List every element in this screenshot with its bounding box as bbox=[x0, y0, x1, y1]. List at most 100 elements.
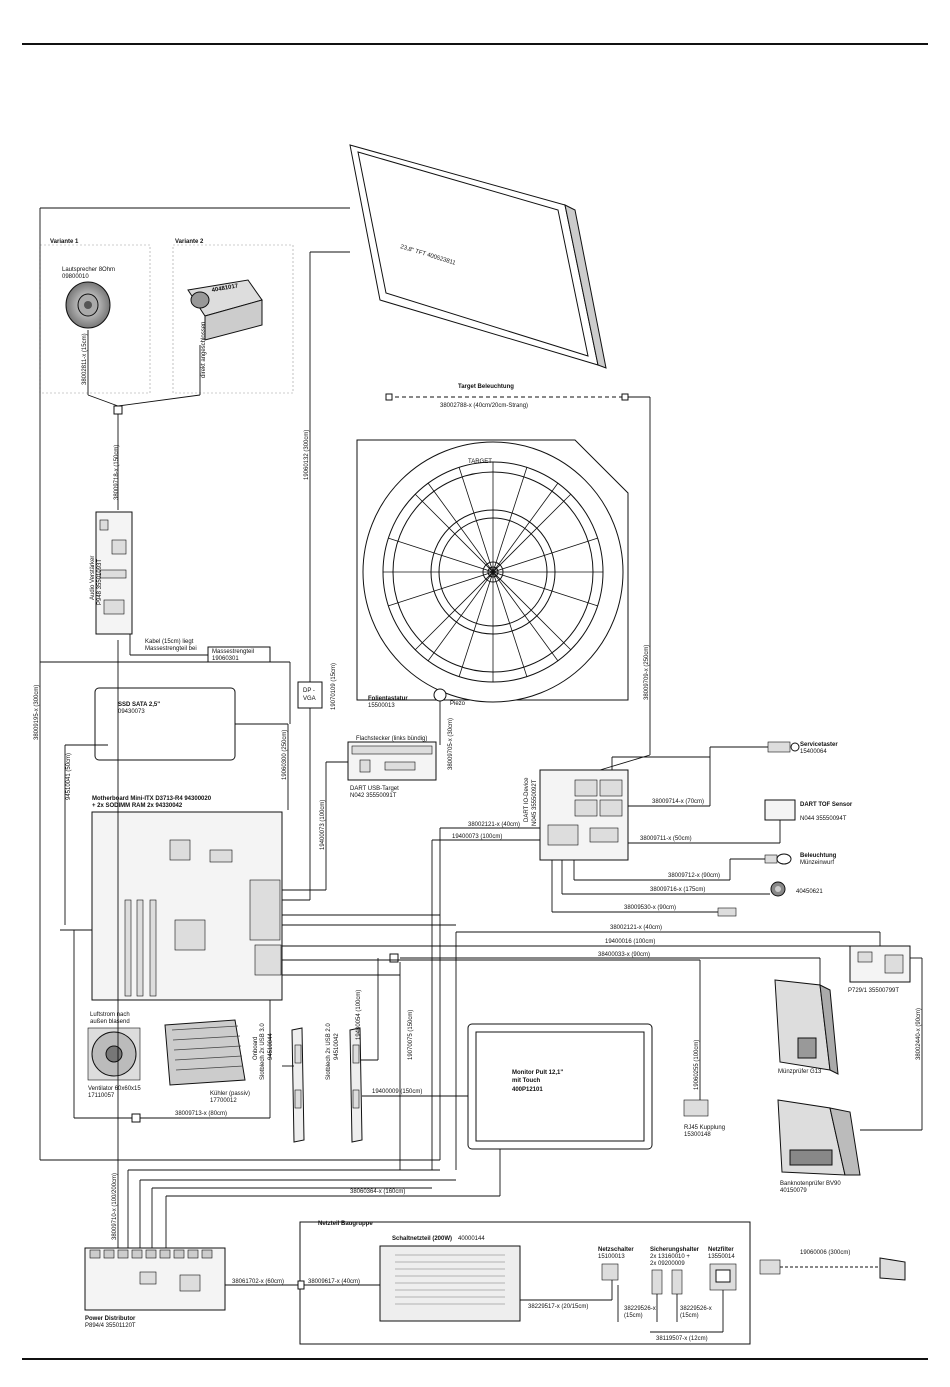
dp-vga-adapter bbox=[297, 681, 323, 709]
cable-38229517: 38229517-x (20/15cm) bbox=[528, 1304, 588, 1310]
cable-19400009: 19400009 (150cm) bbox=[372, 1089, 422, 1095]
usb-connector-icon bbox=[717, 907, 737, 917]
dp-vga-2: VGA bbox=[303, 696, 316, 702]
beleuchtung-sub: Münzeinwurf bbox=[800, 860, 834, 866]
usb20-label: Slotblech 2x USB 2.0 bbox=[326, 1023, 332, 1080]
cable-38009714: 38009714-x (70cm) bbox=[652, 799, 704, 805]
folientastatur-part: 15500013 bbox=[368, 703, 395, 709]
cable-38061702: 38061702-x (60cm) bbox=[232, 1279, 284, 1285]
banknoten-part: 40150079 bbox=[780, 1188, 807, 1194]
monitor-label-1: Monitor Pult 12,1" bbox=[512, 1070, 563, 1076]
heatsink-icon bbox=[164, 1019, 246, 1086]
target-board: TARGET bbox=[356, 439, 629, 703]
massestreng-part: 19060301 bbox=[212, 656, 239, 662]
connector bbox=[389, 953, 399, 963]
power-cord-icon bbox=[759, 1257, 906, 1281]
cable-19070109: 19070109 (15cm) bbox=[331, 663, 337, 710]
cable-19060300: 19060300 (250cm) bbox=[282, 730, 288, 780]
luftstrom-label-2: außen blasend bbox=[90, 1019, 130, 1025]
dp-vga-1: DP - bbox=[303, 688, 315, 694]
coin-light-icon bbox=[770, 881, 786, 897]
cable-38229526b: 38229526-x bbox=[680, 1306, 712, 1312]
cable-38060364: 38060364-x (160cm) bbox=[350, 1189, 405, 1195]
power-dist-label: Power Distributor bbox=[85, 1316, 136, 1322]
heatsink-part: 17700012 bbox=[210, 1098, 237, 1104]
servicetaster-part: 15400064 bbox=[800, 749, 827, 755]
cable-38002811: 38002811-x (15cm) bbox=[82, 333, 88, 385]
folientastatur-label: Folientastatur bbox=[368, 696, 408, 702]
cable-19400054: 19400054 (100cm) bbox=[356, 990, 362, 1040]
heatsink-label: Kühler (passiv) bbox=[210, 1091, 250, 1097]
connector bbox=[131, 1113, 141, 1123]
tft-monitor: 23,8" TFT 400523811 bbox=[349, 144, 607, 369]
tof-sensor-board bbox=[764, 799, 796, 821]
fan-label: Ventilator 60x60x15 bbox=[88, 1086, 141, 1092]
piezo-label: Piezo bbox=[450, 701, 466, 707]
variante-1-label: Variante 1 bbox=[50, 239, 79, 245]
ssd-part: 09430073 bbox=[118, 709, 145, 715]
netzfilter-label: Netzfilter bbox=[708, 1247, 734, 1253]
cable-38009617: 38009617-x (40cm) bbox=[308, 1279, 360, 1285]
sicherung-label: Sicherungshalter bbox=[650, 1247, 700, 1253]
kabel-note-1: Kabel (15cm) liegt bbox=[145, 639, 194, 645]
dart-io-label: DART IO-Device bbox=[524, 777, 530, 822]
power-inlet-icon bbox=[709, 1263, 737, 1291]
speaker-label: Lautsprecher 8Ohm bbox=[62, 267, 115, 273]
piezo-icon bbox=[433, 688, 447, 702]
variante-2-label: Variante 2 bbox=[175, 239, 204, 245]
servicetaster-label: Servicetaster bbox=[800, 742, 838, 748]
cable-38009718: 38009718-x (150cm) bbox=[114, 445, 120, 500]
cable-38002440: 38002440-x (90cm) bbox=[916, 1008, 922, 1060]
monitor-label-3: 400P12101 bbox=[512, 1087, 543, 1093]
netzteil-bg-label: Netzteil Baugruppe bbox=[318, 1221, 373, 1227]
service-button-icon bbox=[767, 741, 800, 753]
ssd-label: SSD SATA 2,5" bbox=[118, 702, 160, 708]
cable-38009530: 38009530-x (90cm) bbox=[624, 905, 676, 911]
cable-19400073b: 19400073 (100cm) bbox=[452, 834, 502, 840]
cable-38229526a: 38229526-x bbox=[624, 1306, 656, 1312]
dart-usb-label: DART USB-Target bbox=[350, 786, 399, 792]
p729-label: P729/1 35500799T bbox=[848, 988, 899, 994]
netzteil-baugruppe-box bbox=[299, 1221, 751, 1345]
monitor-label-2: mit Touch bbox=[512, 1078, 541, 1084]
fan-icon bbox=[87, 1027, 141, 1081]
usb20-slot-plate bbox=[349, 1027, 363, 1143]
sicherung-part-1: 2x 13160010 + bbox=[650, 1254, 690, 1260]
cable-19060255: 19060255 (100cm) bbox=[694, 1040, 700, 1090]
schaltnetzteil-part: 40000144 bbox=[458, 1236, 485, 1242]
cable-19070075: 19070075 (150cm) bbox=[408, 1010, 414, 1060]
netzschalter-label: Netzschalter bbox=[598, 1247, 634, 1253]
speaker-icon bbox=[65, 281, 111, 329]
power-switch-icon bbox=[601, 1263, 619, 1281]
luftstrom-label-1: Luftstrom nach bbox=[90, 1012, 130, 1018]
bill-validator-icon bbox=[777, 1099, 861, 1176]
rj45-coupling-icon bbox=[683, 1099, 709, 1117]
cable-38009716: 38009716-x (175cm) bbox=[650, 887, 705, 893]
dart-usb-part: N042 35550091T bbox=[350, 793, 397, 799]
rj45-part: 15300148 bbox=[684, 1132, 711, 1138]
connector bbox=[113, 405, 123, 415]
dart-io-part: N045 35550092T bbox=[532, 779, 538, 826]
cable-94510041: 94510041 (50cm) bbox=[66, 753, 72, 800]
netzfilter-part: 13550014 bbox=[708, 1254, 735, 1260]
cable-38009710: 38009710-x (100/200cm) bbox=[112, 1173, 118, 1240]
cable-19060132: 19060132 (300cm) bbox=[304, 430, 310, 480]
cable-19060006: 19060006 (300cm) bbox=[800, 1250, 850, 1256]
usb30-onboard: Onboard bbox=[253, 1037, 259, 1060]
cable-19400073a: 19400073 (100cm) bbox=[320, 800, 326, 850]
cable-19400016: 19400016 (100cm) bbox=[605, 939, 655, 945]
cable-38002121b: 38002121-x (40cm) bbox=[610, 925, 662, 931]
usb30-slot-plate bbox=[291, 1027, 305, 1143]
speaker-variant2-icon bbox=[187, 279, 263, 341]
cable-38009709: 38009709-x (250cm) bbox=[644, 645, 650, 700]
usb20-part: 94510042 bbox=[334, 1033, 340, 1060]
motherboard-ram: + 2x SODIMM RAM 2x 94330042 bbox=[92, 803, 183, 809]
cable-38009711: 38009711-x (50cm) bbox=[640, 836, 692, 842]
usb30-part: 94510044 bbox=[268, 1033, 274, 1060]
rj45-label: RJ45 Kupplung bbox=[684, 1125, 725, 1131]
target-label: TARGET bbox=[468, 459, 492, 465]
cable-38009705: 38009705-x (30cm) bbox=[448, 718, 454, 770]
netzschalter-part: 15100013 bbox=[598, 1254, 625, 1260]
tof-label: DART TOF Sensor bbox=[800, 802, 853, 808]
